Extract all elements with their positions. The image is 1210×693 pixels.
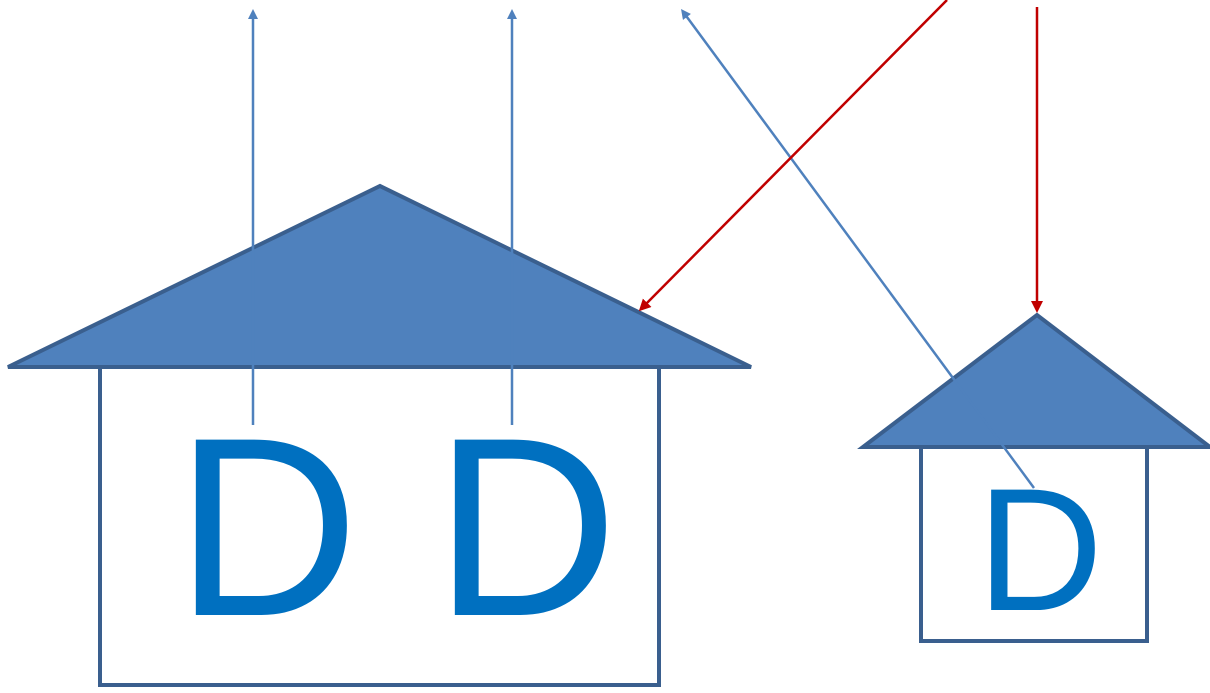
red-arrow-diagonal bbox=[638, 0, 948, 312]
blue-arrow-diagonal bbox=[681, 8, 1036, 489]
large-house-body bbox=[98, 365, 661, 687]
large-house-letter-2: D bbox=[434, 385, 618, 670]
small-house-letter: D bbox=[977, 453, 1103, 648]
large-house: D D bbox=[7, 183, 752, 687]
large-house-roof bbox=[7, 183, 752, 369]
small-house: D bbox=[857, 312, 1210, 648]
small-house-roof bbox=[857, 312, 1210, 449]
small-house-body bbox=[919, 445, 1149, 643]
large-house-letter-1: D bbox=[175, 385, 359, 670]
